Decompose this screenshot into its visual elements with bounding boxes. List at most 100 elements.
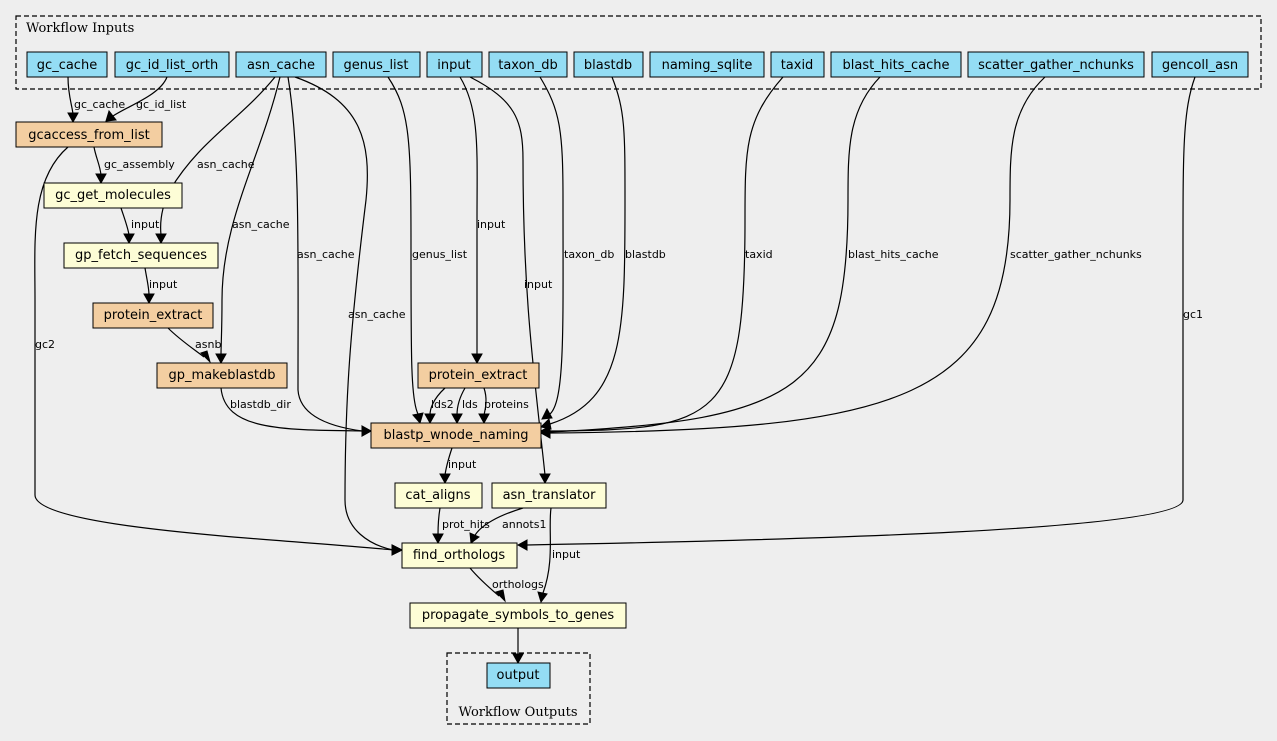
edge-label-blastdb: blastdb — [625, 248, 666, 261]
edge-label-gc-id-list: gc_id_list — [136, 98, 187, 111]
edge-gc1: gc1 — [516, 76, 1203, 551]
node-label: propagate_symbols_to_genes — [422, 608, 615, 623]
edge-blastp-cat: input — [439, 447, 477, 485]
step-node-protein-extract-2[interactable]: protein_extract — [417, 362, 540, 389]
step-node-gp-fetch-sequences[interactable]: gp_fetch_sequences — [63, 242, 219, 269]
edge-label-gc-assembly: gc_assembly — [104, 158, 175, 171]
edge-lds: lds — [451, 387, 478, 425]
edge-label-gc-cache: gc_cache — [74, 98, 125, 111]
step-node-find-orthologs[interactable]: find_orthologs — [401, 542, 518, 569]
edge-label-asn-cache-4: asn_cache — [348, 308, 406, 321]
node-label: gc_id_list_orth — [126, 58, 219, 73]
input-node-gc-cache[interactable]: gc_cache — [26, 51, 108, 78]
edge-asn-cache-makeblastdb: asn_cache — [215, 76, 290, 365]
input-node-scatter-gather-nchunks[interactable]: scatter_gather_nchunks — [967, 51, 1145, 78]
edge-label-lds: lds — [462, 398, 478, 411]
edge-prot-hits: prot_hits — [432, 507, 490, 545]
step-node-gp-makeblastdb[interactable]: gp_makeblastdb — [156, 362, 288, 389]
workflow-inputs-label: Workflow Inputs — [26, 21, 134, 36]
node-label: gc_cache — [37, 58, 97, 73]
node-label: find_orthologs — [413, 548, 506, 563]
step-node-asn-translator[interactable]: asn_translator — [491, 482, 607, 509]
node-label: taxid — [781, 58, 814, 73]
edge-label-asn-cache-1: asn_cache — [197, 158, 255, 171]
edge-label-input-3: input — [477, 218, 506, 231]
input-node-naming-sqlite[interactable]: naming_sqlite — [649, 51, 765, 78]
node-label: output — [497, 668, 540, 683]
edge-label-taxid: taxid — [745, 248, 773, 261]
step-node-cat-aligns[interactable]: cat_aligns — [394, 482, 483, 509]
node-label: asn_translator — [503, 488, 597, 503]
edge-orthologs: orthologs — [469, 567, 544, 603]
node-label: protein_extract — [429, 368, 528, 383]
output-node-output[interactable]: output — [486, 662, 551, 689]
node-label: cat_aligns — [405, 488, 470, 503]
edge-genus-list: genus_list — [387, 76, 468, 425]
node-label: blastp_wnode_naming — [384, 428, 529, 443]
step-node-gc-get-molecules[interactable]: gc_get_molecules — [43, 182, 183, 209]
edge-label-asn-cache-2: asn_cache — [232, 218, 290, 231]
edge-asn-cache-blastp: asn_cache — [287, 76, 373, 437]
edge-label-gc2: gc2 — [35, 338, 55, 351]
edge-label-asnb: asnb — [195, 338, 221, 351]
edge-label-input-6: input — [552, 548, 581, 561]
input-node-gencoll-asn[interactable]: gencoll_asn — [1151, 51, 1249, 78]
workflow-outputs-label: Workflow Outputs — [459, 705, 578, 720]
node-label: naming_sqlite — [662, 58, 753, 73]
node-label: gp_makeblastdb — [169, 368, 276, 383]
edge-label-asn-cache-3: asn_cache — [297, 248, 355, 261]
node-label: blast_hits_cache — [843, 58, 950, 73]
node-label: gcaccess_from_list — [28, 128, 150, 143]
edge-label-gc1: gc1 — [1183, 308, 1203, 321]
node-label: gp_fetch_sequences — [75, 248, 207, 263]
input-node-asn-cache[interactable]: asn_cache — [235, 51, 327, 78]
edge-label-proteins: proteins — [484, 398, 529, 411]
workflow-inputs-cluster: Workflow Inputs — [15, 15, 1262, 90]
input-node-blastdb[interactable]: blastdb — [573, 51, 644, 78]
edge-proteins: proteins — [478, 387, 529, 425]
edge-label-orthologs: orthologs — [492, 578, 544, 591]
edge-extract-makeblastdb: asnb — [167, 327, 221, 364]
edge-label-genus-list: genus_list — [412, 248, 468, 261]
edge-label-lds2: lds2 — [431, 398, 454, 411]
node-label: blastdb — [584, 58, 632, 73]
node-label: asn_cache — [247, 58, 315, 73]
edge-label-input-1: input — [131, 218, 160, 231]
edge-label-input-2: input — [149, 278, 178, 291]
edge-scatter-gather: scatter_gather_nchunks — [539, 76, 1142, 439]
edge-label-prot-hits: prot_hits — [442, 518, 490, 531]
edge-translator-propagate: input — [537, 507, 581, 604]
step-node-protein-extract-1[interactable]: protein_extract — [92, 302, 214, 329]
edge-annots1: annots1 — [469, 507, 546, 544]
step-node-gcaccess-from-list[interactable]: gcaccess_from_list — [15, 121, 163, 148]
edge-taxon-db: taxon_db — [539, 76, 614, 420]
node-label: protein_extract — [104, 308, 203, 323]
edge-gc2: gc2 — [34, 146, 404, 556]
node-label: scatter_gather_nchunks — [978, 58, 1134, 73]
edge-label-input-5: input — [448, 458, 477, 471]
edge-label-taxon-db: taxon_db — [564, 248, 614, 261]
input-node-input[interactable]: input — [426, 51, 483, 78]
step-node-propagate-symbols-to-genes[interactable]: propagate_symbols_to_genes — [409, 602, 627, 629]
workflow-outputs-cluster: Workflow Outputs — [446, 652, 591, 725]
edge-input-translator: input — [469, 76, 553, 485]
edge-label-input-4: input — [524, 278, 553, 291]
edge-label-scatter-gather-nchunks: scatter_gather_nchunks — [1010, 248, 1142, 261]
edge-fetch-extract: input — [143, 267, 178, 305]
step-node-blastp-wnode-naming[interactable]: blastp_wnode_naming — [370, 422, 542, 449]
node-label: gencoll_asn — [1162, 58, 1238, 73]
edge-asn-cache-fetch: asn_cache — [155, 76, 276, 245]
node-label: taxon_db — [498, 58, 558, 73]
input-node-genus-list[interactable]: genus_list — [332, 51, 421, 78]
edge-output — [512, 628, 524, 665]
input-node-gc-id-list-orth[interactable]: gc_id_list_orth — [114, 51, 230, 78]
edge-input-extract2: input — [459, 76, 506, 365]
node-label: gc_get_molecules — [55, 188, 171, 203]
input-node-blast-hits-cache[interactable]: blast_hits_cache — [830, 51, 962, 78]
edge-asn-cache-find: asn_cache — [294, 76, 406, 556]
edge-label-blastdb-dir: blastdb_dir — [230, 398, 291, 411]
edge-label-blast-hits-cache: blast_hits_cache — [848, 248, 939, 261]
input-node-taxon-db[interactable]: taxon_db — [488, 51, 568, 78]
input-node-taxid[interactable]: taxid — [770, 51, 825, 78]
